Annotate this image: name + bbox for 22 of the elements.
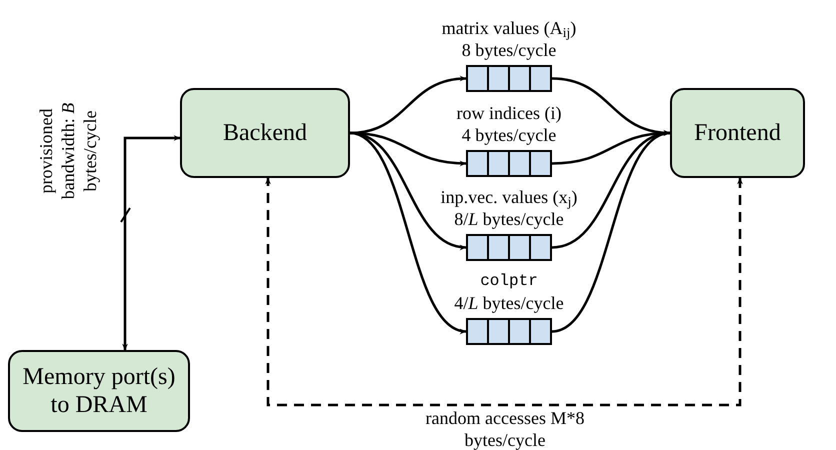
queue-buffer — [466, 150, 552, 177]
edge-label: random accesses M*8 bytes/cycle — [424, 407, 586, 450]
process-box: Memory port(s) to DRAM — [8, 350, 190, 432]
flow-label: 8/L bytes/cycle — [454, 208, 564, 230]
arrow — [552, 77, 671, 136]
arrow — [552, 132, 671, 333]
process-box: Frontend — [670, 88, 805, 178]
flow-label: 4 bytes/cycle — [462, 124, 556, 146]
flow-label: 4/L bytes/cycle — [454, 292, 564, 314]
flow-label: row indices (i) — [456, 102, 562, 124]
queue-buffer — [466, 65, 552, 92]
arrow — [122, 135, 181, 351]
process-box: Backend — [180, 88, 350, 178]
flow-label: matrix values (A$_{ij}$) — [442, 17, 576, 39]
flow-label: inp.vec. values (x$_{j}$) — [440, 186, 578, 208]
dashed-arrow — [265, 177, 743, 406]
flow-label: 8 bytes/cycle — [462, 39, 556, 61]
arrow — [350, 76, 467, 134]
arrow — [350, 132, 467, 333]
queue-buffer — [466, 318, 552, 345]
queue-buffer — [466, 234, 552, 261]
flow-label: colptr — [480, 271, 538, 292]
